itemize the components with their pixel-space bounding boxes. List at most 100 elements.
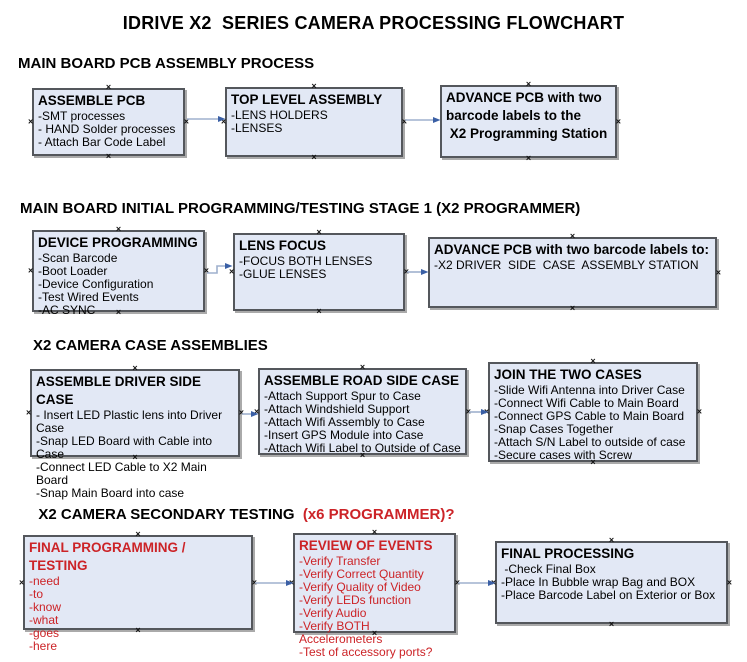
box-title: LENS FOCUS — [239, 238, 327, 253]
box-item: -Verify Quality of Video — [299, 580, 421, 594]
connector-anchor-icon — [132, 364, 137, 373]
box-item: -Scan Barcode — [38, 251, 118, 265]
box-item: -Connect Wifi Cable to Main Board — [494, 396, 679, 410]
section-header-pcb-assembly: MAIN BOARD PCB ASSEMBLY PROCESS — [18, 55, 315, 72]
box-item: -Snap Cases Together — [494, 422, 614, 436]
box-item: -Attach Windshield Support — [264, 402, 410, 416]
connector-anchor-icon — [716, 268, 721, 277]
box-title: ADVANCE PCB with two barcode labels to: — [434, 242, 710, 257]
connector-anchor-icon — [570, 304, 575, 313]
connector-anchor-icon — [28, 267, 33, 276]
box-item: -Test Wired Events — [38, 290, 139, 304]
box-item: -here — [29, 639, 58, 653]
box-item: -GLUE LENSES — [239, 267, 327, 281]
connector-anchor-icon — [491, 578, 496, 587]
box-item: -Attach Support Spur to Case — [264, 389, 421, 403]
connector-arrow — [207, 263, 233, 274]
connector-anchor-icon — [526, 154, 531, 163]
page-title: IDRIVE X2 SERIES CAMERA PROCESSING FLOWC… — [122, 13, 625, 33]
box-item: - Attach Bar Code Label — [38, 135, 166, 149]
box-title: DEVICE PROGRAMMING — [38, 235, 198, 250]
box-title: FINAL PROCESSING — [501, 546, 635, 561]
connector-anchor-icon — [204, 267, 209, 276]
connector-anchor-icon — [466, 407, 471, 416]
section-header-initial-programming: MAIN BOARD INITIAL PROGRAMMING/TESTING S… — [20, 200, 581, 217]
connector-anchor-icon — [609, 536, 614, 545]
flow-box-lens-focus: LENS FOCUS -FOCUS BOTH LENSES -GLUE LENS… — [233, 233, 405, 311]
box-item: -need — [29, 574, 60, 588]
box-title: ASSEMBLE ROAD SIDE CASE — [264, 373, 460, 388]
connector-anchor-icon — [404, 268, 409, 277]
box-item: -know — [29, 600, 62, 614]
box-title: ASSEMBLE DRIVER SIDE CASE — [36, 374, 205, 407]
box-item: -X2 DRIVER SIDE CASE ASSEMBLY STATION — [434, 258, 699, 272]
flow-box-advance-pcb-driver-side: ADVANCE PCB with two barcode labels to: … — [428, 237, 717, 308]
box-item: -Boot Loader — [38, 264, 108, 278]
box-item: -Snap Main Board into case — [36, 486, 185, 500]
connector-anchor-icon — [254, 407, 259, 416]
box-item: -Verify Transfer — [299, 554, 381, 568]
connector-anchor-icon — [252, 578, 257, 587]
connector-anchor-icon — [106, 83, 111, 92]
box-item: -Verify LEDs function — [299, 593, 412, 607]
section-header-case-assemblies: X2 CAMERA CASE ASSEMBLIES — [33, 337, 268, 354]
box-title: JOIN THE TWO CASES — [494, 367, 642, 382]
connector-anchor-icon — [221, 118, 226, 127]
connector-anchor-icon — [372, 528, 377, 537]
section-header-red-part: (x6 PROGRAMMER)? — [298, 506, 455, 523]
flow-box-final-programming-testing: FINAL PROGRAMMING / TESTING -need -to -k… — [23, 535, 253, 653]
connector-anchor-icon — [697, 408, 702, 417]
connector-anchor-icon — [239, 409, 244, 418]
box-item: -what — [29, 613, 59, 627]
connector-anchor-icon — [289, 579, 294, 588]
box-item: -FOCUS BOTH LENSES — [239, 254, 373, 268]
connector-anchor-icon — [106, 152, 111, 161]
connector-anchor-icon — [609, 620, 614, 629]
box-item: -Place Barcode Label on Exterior or Box — [501, 588, 716, 602]
box-item: -LENSES — [231, 121, 283, 135]
box-item: -to — [29, 587, 44, 601]
connector-anchor-icon — [316, 307, 321, 316]
connector-anchor-icon — [135, 530, 140, 539]
flow-box-assemble-driver-side-case: ASSEMBLE DRIVER SIDE CASE - Insert LED P… — [30, 369, 240, 500]
flow-box-advance-pcb-programming-station: ADVANCE PCB with two barcode labels to t… — [440, 85, 617, 158]
section-header-black-part: X2 CAMERA SECONDARY TESTING — [38, 506, 299, 523]
box-item: -Device Configuration — [38, 277, 154, 291]
box-item: -AC SYNC — [38, 303, 96, 317]
box-item: -Test of accessory ports? — [299, 645, 433, 659]
flow-box-join-the-two-cases: JOIN THE TWO CASES -Slide Wifi Antenna i… — [488, 362, 698, 462]
connector-anchor-icon — [19, 578, 24, 587]
box-item: - Insert LED Plastic lens into Driver Ca… — [36, 408, 226, 435]
box-item: -Insert GPS Module into Case — [264, 428, 424, 442]
flow-box-assemble-road-side-case: ASSEMBLE ROAD SIDE CASE -Attach Support … — [258, 368, 467, 455]
connector-anchor-icon — [316, 228, 321, 237]
connector-anchor-icon — [229, 268, 234, 277]
flow-box-assemble-pcb: ASSEMBLE PCB -SMT processes - HAND Solde… — [32, 88, 185, 156]
connector-anchor-icon — [28, 118, 33, 127]
box-item: -Connect GPS Cable to Main Board — [494, 409, 685, 423]
box-item: -Attach Wifi Assembly to Case — [264, 415, 425, 429]
box-item: -Slide Wifi Antenna into Driver Case — [494, 383, 685, 397]
flow-box-top-level-assembly: TOP LEVEL ASSEMBLY -LENS HOLDERS -LENSES — [225, 87, 403, 157]
box-item: -Verify Correct Quantity — [299, 567, 424, 581]
connector-anchor-icon — [616, 117, 621, 126]
connector-anchor-icon — [116, 225, 121, 234]
connector-anchor-icon — [311, 82, 316, 91]
box-item: -Secure cases with Screw — [494, 448, 633, 462]
box-item: - HAND Solder processes — [38, 122, 176, 136]
connector-anchor-icon — [570, 232, 575, 241]
flow-box-final-processing: FINAL PROCESSING -Check Final Box -Place… — [495, 541, 728, 624]
box-title: FINAL PROGRAMMING / TESTING — [29, 540, 190, 573]
box-item: -Connect LED Cable to X2 Main Board — [36, 460, 211, 487]
box-item: -goes — [29, 626, 60, 640]
box-item: -Attach Wifi Label to Outside of Case — [264, 441, 461, 455]
section-header-secondary-testing: X2 CAMERA SECONDARY TESTING (x6 PROGRAMM… — [30, 489, 455, 523]
connector-anchor-icon — [26, 409, 31, 418]
flow-box-review-of-events: REVIEW OF EVENTS -Verify Transfer -Verif… — [293, 533, 456, 659]
box-item: -Verify Audio — [299, 606, 367, 620]
connector-anchor-icon — [184, 118, 189, 127]
box-title: ADVANCE PCB with two barcode labels to t… — [446, 90, 608, 141]
box-title: TOP LEVEL ASSEMBLY — [231, 92, 383, 107]
box-item: -Attach S/N Label to outside of case — [494, 435, 686, 449]
connector-anchor-icon — [484, 408, 489, 417]
